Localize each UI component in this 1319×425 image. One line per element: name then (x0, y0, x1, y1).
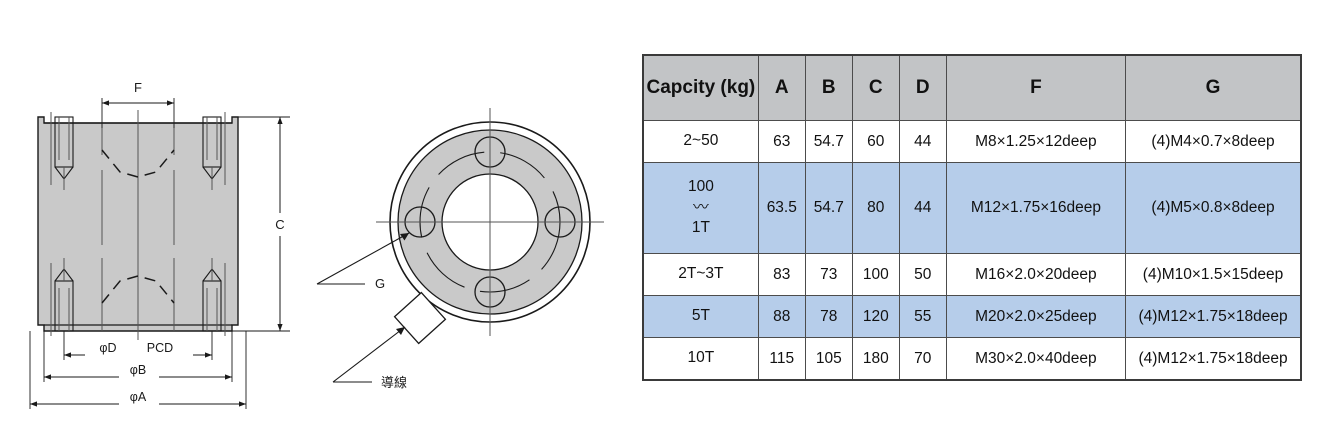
table-header-row: Capcity (kg) A B C D F G (643, 55, 1301, 121)
dimension-c: C (232, 116, 290, 332)
cell-capacity: 2T~3T (643, 253, 759, 296)
lead-wire-connector (393, 291, 447, 345)
cell-d: 55 (898, 295, 947, 338)
cell-a: 63.5 (757, 162, 806, 254)
plan-view-group: G 導線 (316, 108, 604, 391)
header-a: A (757, 55, 806, 121)
dimension-label-phi-a: φA (130, 390, 147, 404)
threaded-hole-lower-left (50, 258, 74, 336)
cell-g: (4)M4×0.7×8deep (1125, 120, 1301, 163)
dimension-label-phi-b: φB (130, 363, 146, 377)
leader-label-g: G (375, 276, 385, 291)
cell-c: 80 (851, 162, 900, 254)
header-b: B (804, 55, 853, 121)
threaded-hole-upper-left (50, 112, 74, 190)
table-row: 5T 88 78 120 55 M20×2.0×25deep (4)M12×1.… (643, 295, 1301, 338)
header-capacity: Capcity (kg) (643, 55, 759, 121)
threaded-hole-lower-right (202, 258, 226, 336)
cell-b: 78 (804, 295, 853, 338)
specification-table: Capcity (kg) A B C D F G 2~50 63 54.7 60… (643, 55, 1301, 380)
cell-c: 100 (851, 253, 900, 296)
front-view-group: F C φD PCD (29, 80, 290, 409)
cell-a: 115 (757, 337, 806, 380)
cell-g: (4)M5×0.8×8deep (1125, 162, 1301, 254)
cell-f: M20×2.0×25deep (945, 295, 1127, 338)
header-c: C (851, 55, 900, 121)
dimension-phi-a: φA (29, 331, 247, 409)
cell-c: 180 (851, 337, 900, 380)
cell-f: M16×2.0×20deep (945, 253, 1127, 296)
table-row: 2~50 63 54.7 60 44 M8×1.25×12deep (4)M4×… (643, 120, 1301, 163)
cell-g: (4)M12×1.75×18deep (1125, 295, 1301, 338)
drawings-svg: F C φD PCD (29, 80, 604, 409)
dimension-label-f: F (134, 80, 142, 95)
dimension-label-pcd: PCD (147, 341, 173, 355)
leader-g: G (316, 232, 410, 291)
cell-capacity: 10T (643, 337, 759, 380)
cell-capacity: 2~50 (643, 120, 759, 163)
cell-d: 50 (898, 253, 947, 296)
internal-taper-lower (101, 275, 175, 304)
cell-f: M8×1.25×12deep (945, 120, 1127, 163)
cell-f: M30×2.0×40deep (945, 337, 1127, 380)
cell-b: 54.7 (804, 120, 853, 163)
table-row: 10T 115 105 180 70 M30×2.0×40deep (4)M12… (643, 337, 1301, 380)
table-row: 100 〰 1T 63.5 54.7 80 44 M12×1.75×16deep… (643, 162, 1301, 254)
technical-drawings-panel: F C φD PCD (0, 0, 630, 425)
cell-g: (4)M12×1.75×18deep (1125, 337, 1301, 380)
threaded-hole-upper-right (202, 112, 226, 190)
dimension-phi-b: φB (43, 331, 233, 382)
dimension-label-c: C (275, 217, 284, 232)
cell-a: 63 (757, 120, 806, 163)
cell-a: 83 (757, 253, 806, 296)
cell-d: 44 (898, 162, 947, 254)
header-g: G (1125, 55, 1301, 121)
cell-d: 44 (898, 120, 947, 163)
header-f: F (945, 55, 1127, 121)
dimension-label-phi-d: φD (99, 341, 116, 355)
cell-c: 120 (851, 295, 900, 338)
leader-label-lead-wire: 導線 (381, 375, 407, 391)
table-row: 2T~3T 83 73 100 50 M16×2.0×20deep (4)M10… (643, 253, 1301, 296)
dimension-phi-d-pcd: φD PCD (63, 331, 213, 360)
dimension-f: F (101, 80, 175, 128)
cell-b: 73 (804, 253, 853, 296)
cell-a: 88 (757, 295, 806, 338)
leader-lead-wire: 導線 (332, 326, 407, 391)
cell-d: 70 (898, 337, 947, 380)
cell-b: 105 (804, 337, 853, 380)
cell-capacity: 100 〰 1T (643, 162, 759, 254)
internal-taper-upper (101, 149, 175, 178)
table-body: 2~50 63 54.7 60 44 M8×1.25×12deep (4)M4×… (643, 120, 1301, 380)
cell-capacity: 5T (643, 295, 759, 338)
cell-c: 60 (851, 120, 900, 163)
spec-table-container: Capcity (kg) A B C D F G 2~50 63 54.7 60… (642, 54, 1302, 381)
cell-b: 54.7 (804, 162, 853, 254)
cell-g: (4)M10×1.5×15deep (1125, 253, 1301, 296)
cell-f: M12×1.75×16deep (945, 162, 1127, 254)
header-d: D (898, 55, 947, 121)
